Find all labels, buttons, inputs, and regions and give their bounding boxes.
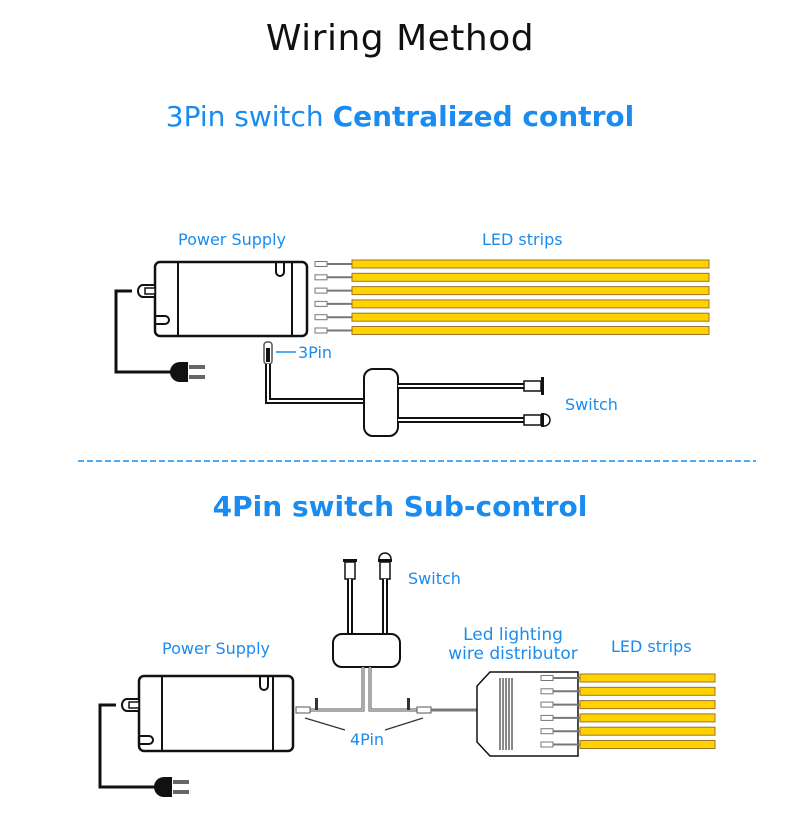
s2-connector-icon bbox=[540, 714, 554, 721]
section1-heading-plain: 3Pin switch bbox=[165, 100, 333, 133]
s2-row bbox=[540, 726, 716, 736]
led-strips-label-1: LED strips bbox=[482, 230, 563, 249]
s2-led-strip bbox=[579, 673, 716, 683]
switch-cable-2 bbox=[310, 667, 418, 712]
switch-cable-1 bbox=[265, 364, 366, 404]
s1-led-strip bbox=[351, 312, 710, 322]
s1-led-strip bbox=[351, 326, 710, 335]
s1-led-strip bbox=[351, 286, 710, 296]
switch-icon-1b bbox=[523, 413, 551, 427]
s2-connector-icon bbox=[540, 675, 554, 681]
s2-connector-icon bbox=[540, 728, 554, 735]
s2-led-strip bbox=[579, 726, 716, 736]
s1-connector-icon bbox=[314, 287, 328, 294]
page-title: Wiring Method bbox=[265, 18, 535, 59]
s2-led-strip bbox=[579, 686, 716, 696]
power-supply-2 bbox=[137, 674, 295, 753]
ac-plug-icon-1 bbox=[170, 362, 205, 382]
s2-row bbox=[540, 740, 716, 749]
s1-row bbox=[314, 326, 710, 335]
section2-heading: 4Pin switch Sub-control bbox=[212, 490, 588, 523]
s1-led-strip bbox=[351, 259, 710, 269]
leader-line-4pin-a bbox=[304, 717, 346, 731]
s1-connector-icon bbox=[314, 274, 328, 281]
switch-icon-1a bbox=[523, 377, 544, 395]
s1-led-strip bbox=[351, 299, 710, 309]
connector-4pin-icon-a bbox=[295, 706, 311, 714]
switch-hub-1 bbox=[363, 368, 399, 437]
s2-row bbox=[540, 713, 716, 723]
s2-row bbox=[540, 673, 716, 683]
led-strip-group-2 bbox=[540, 673, 716, 749]
switch-icon-2a bbox=[343, 559, 357, 636]
s1-row bbox=[314, 286, 710, 296]
s2-led-strip bbox=[579, 700, 716, 710]
power-cord-1 bbox=[114, 284, 172, 374]
leader-line-4pin-b bbox=[384, 717, 424, 731]
s2-led-strip bbox=[579, 713, 716, 723]
switch-icon-2b bbox=[378, 552, 392, 636]
s2-row bbox=[540, 700, 716, 710]
led-strips-label-2: LED strips bbox=[611, 637, 692, 656]
s1-row bbox=[314, 259, 710, 269]
s1-row bbox=[314, 272, 710, 282]
distributor-label: Led lighting wire distributor bbox=[440, 626, 586, 664]
s2-connector-icon bbox=[540, 701, 554, 708]
s2-row bbox=[540, 686, 716, 696]
s1-connector-icon bbox=[314, 300, 328, 307]
s1-led-strip bbox=[351, 272, 710, 282]
led-strip-group-1 bbox=[314, 259, 710, 335]
switch-label-1: Switch bbox=[565, 395, 618, 414]
switch-label-2: Switch bbox=[408, 569, 461, 588]
s1-row bbox=[314, 312, 710, 322]
power-cord-2 bbox=[98, 698, 155, 789]
distributor-label-line1: Led lighting bbox=[463, 625, 563, 645]
power-supply-label-2: Power Supply bbox=[162, 639, 270, 658]
s2-connector-icon bbox=[540, 688, 554, 695]
connector-label-3pin: 3Pin bbox=[298, 343, 333, 362]
s1-connector-icon bbox=[314, 314, 328, 321]
switch-hub-2 bbox=[332, 633, 401, 668]
s1-connector-icon bbox=[314, 327, 328, 334]
connector-3pin-icon bbox=[263, 341, 296, 365]
connector-4pin-icon-b bbox=[416, 706, 432, 714]
power-supply-label-1: Power Supply bbox=[178, 230, 286, 249]
section1-heading-bold: Centralized control bbox=[332, 100, 635, 133]
ac-plug-icon-2 bbox=[154, 777, 189, 797]
connector-label-4pin: 4Pin bbox=[350, 730, 385, 749]
wire-distributor bbox=[476, 671, 579, 757]
s2-connector-icon bbox=[540, 741, 554, 748]
s1-connector-icon bbox=[314, 261, 328, 267]
s2-led-strip bbox=[579, 740, 716, 749]
power-supply-1 bbox=[153, 260, 309, 338]
section1-heading: 3Pin switch Centralized control bbox=[0, 100, 800, 133]
distributor-label-line2: wire distributor bbox=[448, 644, 578, 664]
s1-row bbox=[314, 299, 710, 309]
switch-wires-1 bbox=[398, 383, 525, 423]
